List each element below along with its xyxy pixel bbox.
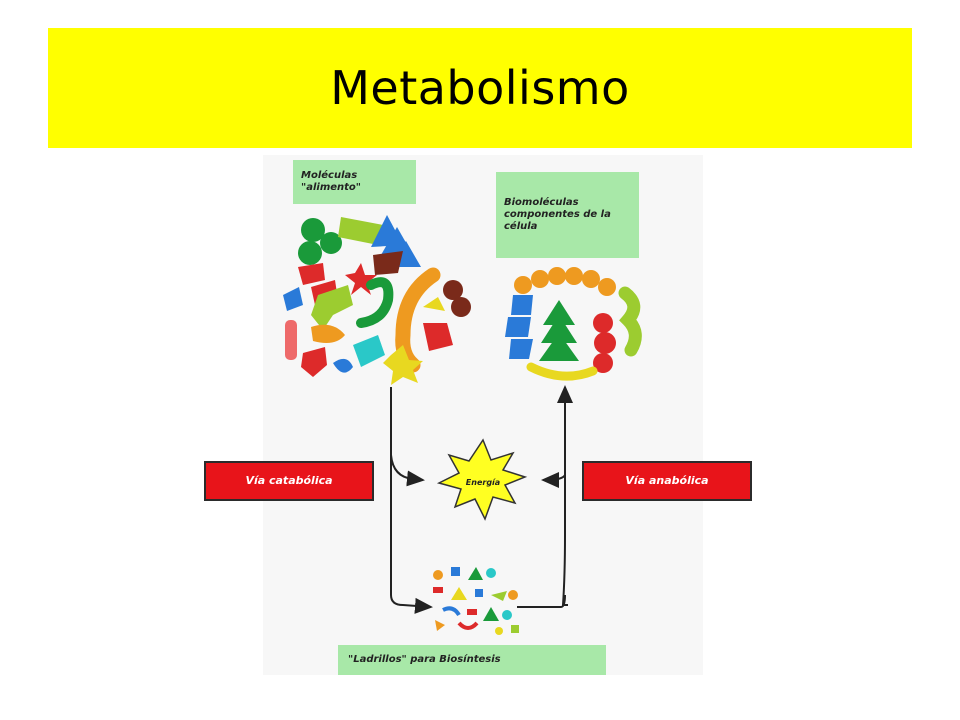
food-molecules-cluster bbox=[283, 215, 471, 385]
title-bar: Metabolismo bbox=[48, 28, 912, 148]
biomolecules-cell-ring bbox=[505, 267, 642, 381]
energy-label: Energía bbox=[466, 478, 500, 487]
energy-burst-icon: Energía bbox=[436, 438, 528, 521]
building-blocks-cluster bbox=[433, 567, 519, 635]
catabolic-pathway-arrow bbox=[390, 387, 433, 614]
anabolic-pathway-arrow bbox=[517, 385, 573, 608]
food-molecules-label: Moléculas "alimento" bbox=[293, 160, 416, 204]
catabolic-pathway-label: Vía catabólica bbox=[204, 461, 374, 501]
building-blocks-label: "Ladrillos" para Biosíntesis bbox=[338, 645, 606, 675]
page-title: Metabolismo bbox=[330, 61, 630, 115]
anabolic-pathway-label: Vía anabólica bbox=[582, 461, 752, 501]
metabolism-diagram: Energía bbox=[283, 215, 642, 635]
cell-biomolecules-label: Biomoléculas componentes de la célula bbox=[496, 172, 639, 258]
